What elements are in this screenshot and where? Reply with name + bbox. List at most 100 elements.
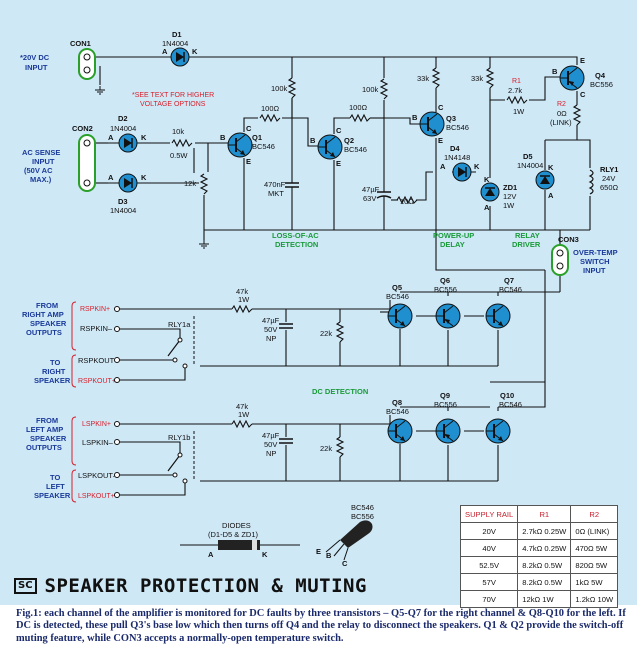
transistor-legend-e: E: [316, 547, 321, 556]
q3-part: BC546: [446, 123, 469, 132]
q1-base: B: [220, 133, 226, 142]
q4-part: BC556: [590, 80, 613, 89]
table-cell: 52.5V: [459, 556, 519, 574]
right-from-1: FROM: [36, 301, 58, 310]
zd1-voltage: 12V: [503, 192, 516, 201]
table-cell: 1kΩ 5W: [570, 573, 619, 591]
q3-collector: C: [438, 103, 444, 112]
c-47u-r-value: 47µF: [262, 316, 280, 325]
transistor-legend-b: B: [326, 551, 332, 560]
rly1-resistance: 650Ω: [600, 183, 619, 192]
right-to-3: SPEAKER: [34, 376, 71, 385]
q3-name: Q3: [446, 114, 456, 123]
d1-name: D1: [172, 30, 182, 39]
d5-anode: A: [548, 191, 554, 200]
d2-name: D2: [118, 114, 128, 123]
left-to-1: TO: [50, 473, 60, 482]
r-10k-value: 10k: [172, 127, 184, 136]
table-cell: 0Ω (LINK): [570, 522, 619, 540]
q8-name: Q8: [392, 398, 402, 407]
d4-cathode: K: [474, 162, 480, 171]
con3-name: CON3: [558, 235, 579, 244]
r-100-a: 100Ω: [258, 104, 282, 123]
figure-title-bar: SC SPEAKER PROTECTION & MUTING: [14, 574, 367, 598]
left-channel: FROM LEFT AMP SPEAKER OUTPUTS LSPKIN+ LS…: [26, 391, 522, 503]
r1-resistor: R1 2.7k 1W: [505, 78, 529, 116]
q10-name: Q10: [500, 391, 514, 400]
zd1-cathode: K: [484, 175, 490, 184]
transistor-legend-c: C: [342, 559, 348, 568]
con1-connector: CON1 *20V DC INPUT: [20, 39, 106, 95]
table-cell: 2.7kΩ 0.25W: [517, 522, 572, 540]
table-cell: 70V: [459, 590, 519, 608]
table-cell: 12kΩ 1W: [517, 590, 572, 608]
r-10-value: 10Ω: [400, 197, 414, 206]
table-row: 20V 2.7kΩ 0.25W 0Ω (LINK): [459, 522, 619, 540]
q4-transistor: Q4 BC556 B E C: [552, 56, 613, 99]
d5-name: D5: [523, 152, 533, 161]
q4-name: Q4: [595, 71, 606, 80]
rspkin-pos-label: RSPKIN+: [80, 306, 110, 313]
table-cell: 4.7kΩ 0.25W: [517, 539, 572, 557]
rly1-name: RLY1: [600, 165, 618, 174]
c-47u-a-value: 47µF: [362, 185, 380, 194]
d3-part: 1N4004: [110, 206, 136, 215]
r1-power: 1W: [513, 107, 525, 116]
table-cell: 8.2kΩ 0.5W: [517, 573, 572, 591]
q3-base: B: [412, 113, 418, 122]
figure-caption: Fig.1: each channel of the amplifier is …: [16, 608, 626, 644]
r-33k-a: 33k: [417, 67, 441, 89]
table-header: R1: [517, 505, 572, 523]
wires: [95, 56, 591, 496]
d1-diode: D1 1N4004 A K: [150, 30, 210, 67]
r-100-b-value: 100Ω: [349, 103, 368, 112]
r-22k-r-value: 22k: [320, 329, 332, 338]
r-47k-r-value: 47k: [236, 287, 248, 296]
r-100k-a-value: 100k: [271, 84, 288, 93]
con2-name: CON2: [72, 124, 93, 133]
voltage-note-line-2: VOLTAGE OPTIONS: [140, 101, 206, 108]
c-47u-r-voltage: 50V: [264, 325, 277, 334]
table-header: SUPPLY RAIL: [459, 505, 519, 523]
diode-legend-anode: A: [208, 550, 214, 559]
d2-diode: D2 1N4004 A K: [108, 114, 150, 153]
c-47u-l-voltage: 50V: [264, 440, 277, 449]
r-33k-a-value: 33k: [417, 74, 429, 83]
d1-part: 1N4004: [162, 39, 188, 48]
r2-link: (LINK): [550, 118, 572, 127]
zd1-anode: A: [484, 203, 490, 212]
q5-part: BC546: [386, 292, 409, 301]
c-470n-value: 470nF: [264, 180, 286, 189]
table-header: R2: [570, 505, 619, 523]
q2-transistor: Q2 BC546 B C E: [310, 126, 367, 168]
rly1-coil: RLY1 24V 650Ω: [584, 165, 619, 196]
r1-name: R1: [512, 78, 521, 85]
r-10: 10Ω: [396, 195, 418, 206]
con1-name: CON1: [70, 39, 91, 48]
r-100-b: 100Ω: [349, 103, 371, 123]
q7-name: Q7: [504, 276, 514, 285]
table-cell: 8.2kΩ 0.5W: [517, 556, 572, 574]
transistor-legend-2: BC556: [351, 512, 374, 521]
power-up-label-2: DELAY: [440, 240, 465, 249]
table-row: 40V 4.7kΩ 0.25W 470Ω 5W: [459, 539, 619, 557]
schematic-panel: [0, 0, 637, 605]
con3-label-3: INPUT: [583, 266, 606, 275]
right-from-3: SPEAKER: [30, 319, 67, 328]
con3-label-1: OVER-TEMP: [573, 248, 618, 257]
table-header-row: SUPPLY RAIL R1 R2: [459, 505, 619, 523]
diode-legend-cathode: K: [262, 550, 268, 559]
r-10k-power: 0.5W: [170, 151, 188, 160]
d5-diode: D5 1N4004 K A: [517, 152, 555, 200]
left-to-2: LEFT: [46, 482, 65, 491]
left-from-2: LEFT AMP: [26, 425, 63, 434]
q1-transistor: Q1 BC546 B C E: [220, 124, 275, 166]
left-from-3: SPEAKER: [30, 434, 67, 443]
rspkout-pos-label: RSPKOUT+: [78, 378, 116, 385]
d1-cathode: K: [192, 47, 198, 56]
con3-connector: CON3 OVER-TEMP SWITCH INPUT: [551, 235, 618, 276]
r1-value: 2.7k: [508, 86, 522, 95]
q4-base: B: [552, 67, 558, 76]
right-from-4: OUTPUTS: [26, 328, 62, 337]
q8-part: BC546: [386, 407, 409, 416]
